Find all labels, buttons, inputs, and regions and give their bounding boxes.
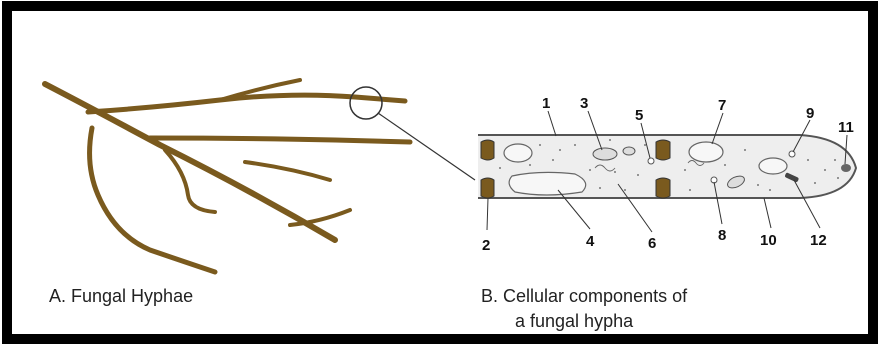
- leader-line-2: [487, 198, 488, 230]
- label-4: 4: [586, 233, 595, 250]
- hypha-branch-upper: [88, 95, 405, 112]
- caption-fungal-hyphae: A. Fungal Hyphae: [49, 286, 193, 306]
- vacuole-large: [509, 172, 586, 195]
- leader-line-10: [764, 198, 771, 228]
- hypha-branch-middle: [150, 138, 410, 142]
- hypha-cell-drawing: [478, 135, 856, 198]
- fungal-hyphae-drawing: [45, 80, 410, 272]
- label-9: 9: [806, 105, 814, 122]
- label-8: 8: [718, 227, 726, 244]
- vacuole: [504, 144, 532, 162]
- septum: [481, 178, 494, 198]
- label-3: 3: [580, 95, 588, 112]
- label-2: 2: [482, 237, 490, 254]
- label-12: 12: [810, 232, 827, 249]
- caption-fungal-hypha: a fungal hypha: [515, 311, 634, 331]
- septum: [656, 178, 670, 198]
- label-1: 1: [542, 95, 550, 112]
- zoom-pointer-line: [378, 113, 475, 180]
- zoom-circle: [350, 87, 382, 119]
- label-11: 11: [838, 119, 854, 136]
- label-10: 10: [760, 232, 777, 249]
- mitochondrion: [593, 148, 617, 160]
- label-5: 5: [635, 107, 643, 124]
- vacuole: [689, 142, 723, 162]
- nucleus: [648, 158, 654, 164]
- label-7: 7: [718, 97, 726, 114]
- caption-cellular-components: B. Cellular components of: [481, 286, 688, 306]
- vacuole: [759, 158, 787, 174]
- organelle: [623, 147, 635, 155]
- spitzenkorper: [841, 164, 851, 172]
- label-6: 6: [648, 235, 656, 252]
- leader-line-1: [548, 111, 556, 136]
- nucleus: [789, 151, 795, 157]
- hypha-branch-lower: [90, 128, 215, 272]
- septum: [656, 140, 670, 160]
- septum: [481, 140, 494, 160]
- hypha-branch-small: [245, 162, 330, 180]
